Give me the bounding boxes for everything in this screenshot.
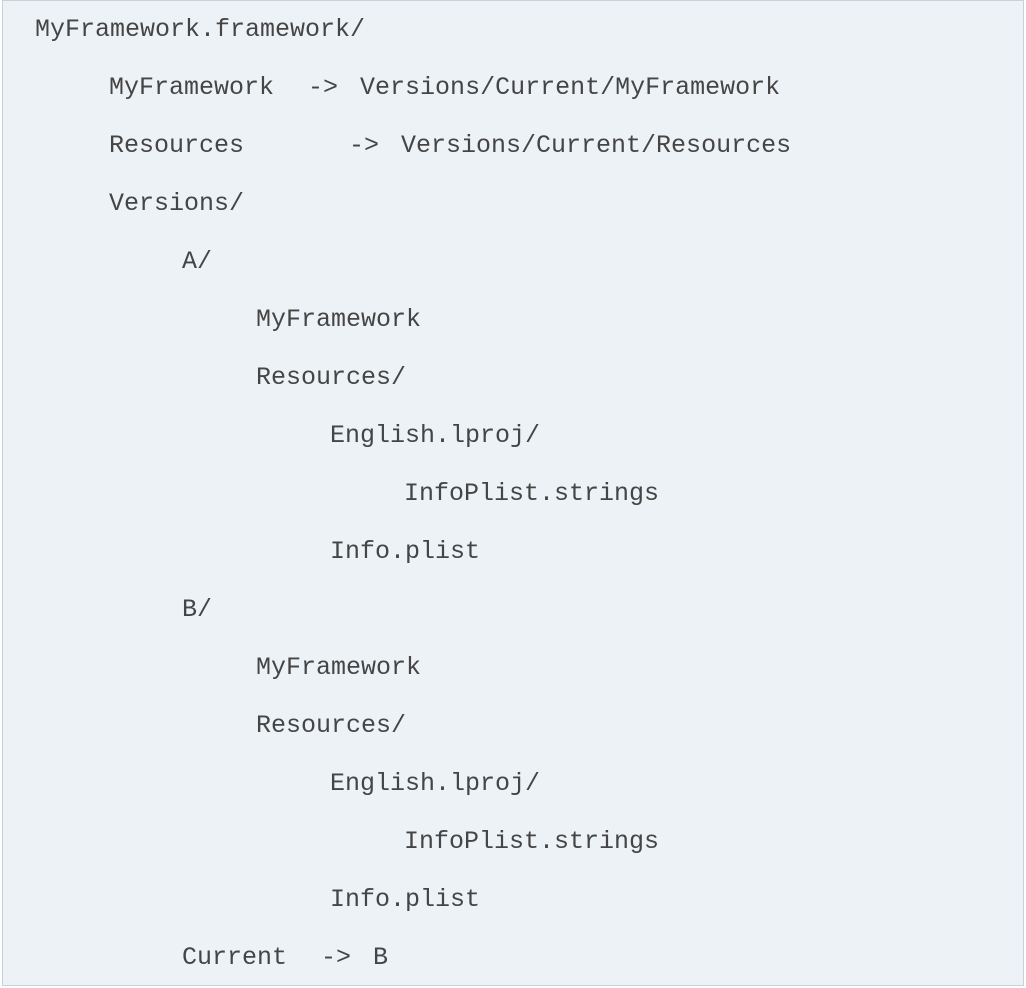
version-a-binary-line: MyFramework [256,305,422,334]
resources-symlink-line: Resources -> Versions/Current/Resources [109,117,791,175]
version-a-resources-folder-line: Resources/ [256,363,407,392]
symlink-name: MyFramework [109,73,275,102]
version-a-lproj-folder-line: English.lproj/ [330,421,541,450]
version-a-folder-line: A/ [182,247,213,276]
symlink-arrow: -> [321,943,352,972]
version-b-folder-line: B/ [182,595,213,624]
symlink-target: B [373,943,389,972]
symlink-target: Versions/Current/Resources [401,131,792,160]
version-b-binary-line: MyFramework [256,653,422,682]
version-b-resources-folder-line: Resources/ [256,711,407,740]
current-symlink-line: Current -> B [182,929,388,987]
symlink-arrow: -> [308,73,339,102]
version-b-plist-file-line: Info.plist [330,885,481,914]
version-b-strings-file-line: InfoPlist.strings [404,827,660,856]
version-a-strings-file-line: InfoPlist.strings [404,479,660,508]
binary-symlink-line: MyFramework -> Versions/Current/MyFramewor… [109,59,780,117]
symlink-target: Versions/Current/MyFramework [360,73,781,102]
versions-folder-line: Versions/ [109,189,245,218]
symlink-name: Resources [109,131,245,160]
version-b-lproj-folder-line: English.lproj/ [330,769,541,798]
root-folder-line: MyFramework.framework/ [35,15,366,44]
version-a-plist-file-line: Info.plist [330,537,481,566]
symlink-arrow: -> [349,131,380,160]
symlink-name: Current [182,943,288,972]
